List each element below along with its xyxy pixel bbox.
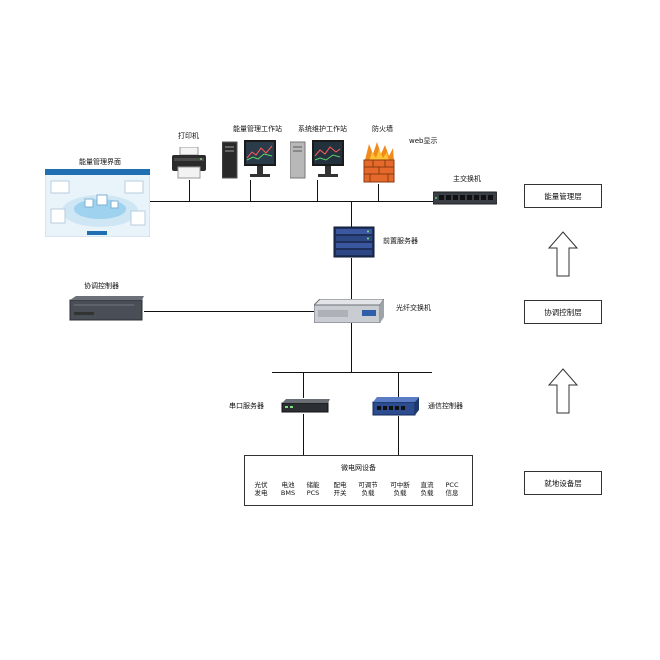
- trunk-server-to-fiber: [351, 258, 352, 300]
- energy-workstation-icon: [221, 140, 278, 180]
- maintenance-workstation-icon: [289, 140, 346, 180]
- serial-server-down: [303, 414, 304, 455]
- firewall-icon: [361, 140, 397, 184]
- top-bus-line: [118, 201, 490, 202]
- comm-controller-icon: [371, 396, 419, 416]
- coord-controller-icon: [68, 296, 144, 322]
- layer-coordination-control: 协调控制层: [524, 300, 602, 324]
- microgrid-item-pcc: PCC 信息: [445, 481, 459, 498]
- serial-server-up: [303, 372, 304, 398]
- front-server-label: 前置服务器: [383, 237, 418, 245]
- microgrid-item-interruptible-load: 可中断 负载: [390, 481, 410, 498]
- comm-controller-down: [398, 416, 399, 455]
- fiber-switch-icon: [312, 298, 385, 324]
- workstation2-drop: [317, 180, 318, 201]
- layer-energy-management: 能量管理层: [524, 184, 602, 208]
- main-switch-icon: [432, 190, 498, 205]
- microgrid-item-switch: 配电 开关: [333, 481, 347, 498]
- comm-controller-label: 通信控制器: [428, 402, 463, 410]
- firewall-drop: [378, 184, 379, 201]
- layer-local-equipment: 就地设备层: [524, 471, 602, 495]
- serial-server-icon: [280, 398, 330, 414]
- comm-controller-up: [398, 372, 399, 398]
- microgrid-item-adjustable-load: 可调节 负载: [358, 481, 378, 498]
- energy-ui-label: 能量管理界面: [79, 158, 121, 166]
- microgrid-item-pcs: 储能 PCS: [306, 481, 320, 498]
- microgrid-item-bms: 电池 BMS: [280, 481, 296, 498]
- coord-controller-label: 协调控制器: [84, 282, 119, 290]
- printer-icon: [170, 146, 208, 180]
- workstation1-drop: [250, 180, 251, 201]
- microgrid-item-dc-load: 直流 负载: [420, 481, 434, 498]
- arrow-up-icon: [548, 231, 578, 277]
- serial-server-label: 串口服务器: [229, 402, 264, 410]
- firewall-label: 防火墙: [372, 125, 393, 133]
- lower-bus-line: [272, 372, 432, 373]
- main-switch-label: 主交换机: [453, 175, 481, 183]
- energy-workstation-label: 能量管理工作站: [233, 125, 282, 133]
- microgrid-title: 微电网设备: [341, 464, 376, 472]
- web-display-label: web显示: [409, 137, 438, 145]
- trunk-fiber-to-bus: [351, 323, 352, 372]
- energy-ui-screen: [44, 168, 151, 238]
- printer-label: 打印机: [178, 132, 199, 140]
- maintenance-workstation-label: 系统维护工作站: [298, 125, 347, 133]
- microgrid-equipment-box: 微电网设备 光伏 发电 电池 BMS 储能 PCS 配电 开关 可调节 负载 可…: [244, 455, 473, 506]
- microgrid-item-pv: 光伏 发电: [254, 481, 268, 498]
- trunk-main-to-server: [351, 201, 352, 227]
- front-server-icon: [333, 226, 375, 258]
- fiber-switch-label: 光纤交换机: [396, 304, 431, 312]
- coord-controller-link: [144, 311, 314, 312]
- arrow-up-icon: [548, 368, 578, 414]
- printer-drop: [189, 180, 190, 201]
